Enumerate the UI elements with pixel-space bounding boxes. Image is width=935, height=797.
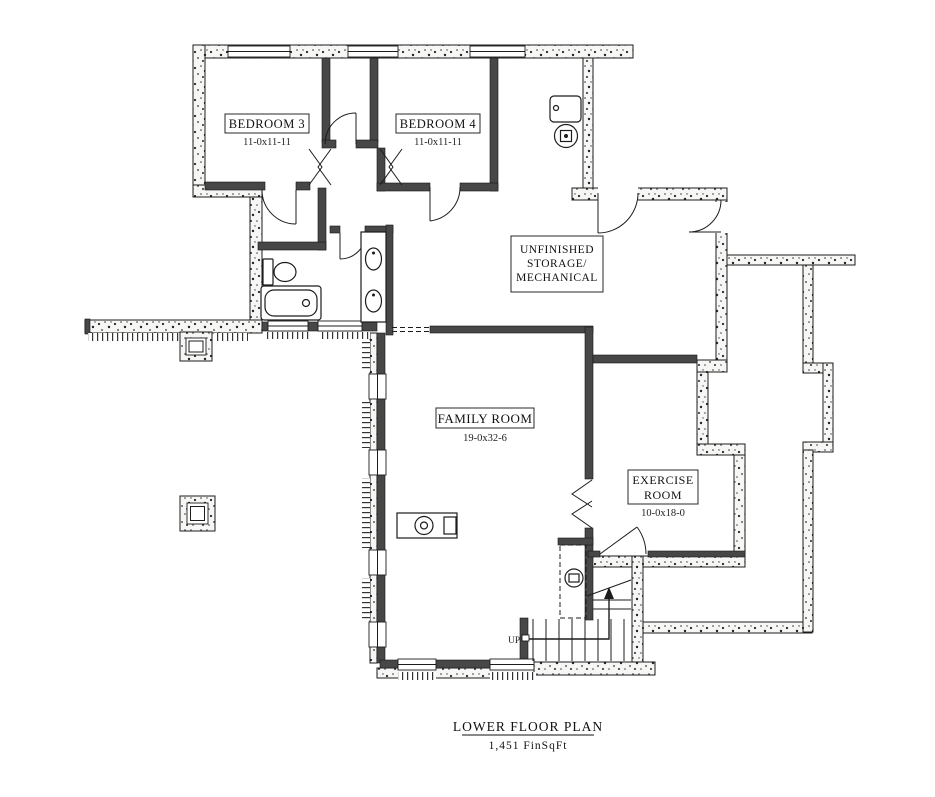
bedroom3-label: BEDROOM 3 11-0x11-11 bbox=[224, 113, 310, 148]
stairs: UP bbox=[508, 544, 632, 661]
pier-icon bbox=[179, 495, 216, 532]
window bbox=[397, 658, 437, 671]
window bbox=[368, 621, 387, 648]
storage-door-opening bbox=[598, 187, 638, 201]
window bbox=[469, 45, 526, 58]
vanity-double-sink-icon bbox=[360, 231, 387, 323]
svg-text:BEDROOM 4: BEDROOM 4 bbox=[400, 117, 477, 131]
doors bbox=[261, 112, 722, 555]
window bbox=[317, 320, 363, 332]
closet-door bbox=[324, 112, 357, 145]
dashed-opening bbox=[392, 327, 430, 332]
exercise-room-dims: 10-0x18-0 bbox=[641, 508, 685, 519]
svg-text:UNFINISHED: UNFINISHED bbox=[520, 244, 594, 256]
mechanical-fixtures bbox=[549, 95, 582, 149]
svg-text:BEDROOM 3: BEDROOM 3 bbox=[229, 117, 305, 131]
furnace-icon bbox=[549, 95, 582, 123]
water-heater-icon bbox=[553, 123, 579, 149]
bedroom4-dims: 11-0x11-11 bbox=[414, 137, 462, 148]
bedroom3-dims: 11-0x11-11 bbox=[243, 137, 291, 148]
window bbox=[347, 45, 399, 58]
storage-label: UNFINISHED STORAGE/ MECHANICAL bbox=[510, 235, 604, 293]
svg-text:STORAGE/: STORAGE/ bbox=[527, 258, 587, 270]
exercise-room-label: EXERCISE ROOM 10-0x18-0 bbox=[627, 469, 699, 519]
windows bbox=[227, 45, 535, 671]
svg-text:ROOM: ROOM bbox=[644, 488, 682, 502]
svg-text:MECHANICAL: MECHANICAL bbox=[516, 272, 598, 284]
hatch-combs bbox=[88, 332, 536, 680]
storage-door bbox=[597, 192, 639, 234]
support-piers bbox=[179, 331, 216, 532]
up-arrow bbox=[527, 597, 610, 640]
exercise-room-door bbox=[599, 526, 647, 555]
window bbox=[267, 320, 309, 332]
window bbox=[489, 658, 535, 671]
up-arrow-head bbox=[604, 587, 614, 599]
toilet-icon bbox=[262, 258, 297, 286]
bathroom-fixtures bbox=[260, 231, 387, 323]
window bbox=[368, 449, 387, 476]
storage-side-door bbox=[688, 199, 722, 233]
pier-icon bbox=[179, 331, 213, 362]
family-room-dims: 19-0x32-6 bbox=[463, 433, 507, 444]
svg-text:EXERCISE: EXERCISE bbox=[632, 473, 693, 487]
bedroom3-door bbox=[261, 189, 297, 225]
plan-sqft: 1,451 FinSqFt bbox=[489, 740, 568, 752]
stairs-up-label: UP bbox=[508, 636, 520, 646]
window bbox=[368, 549, 387, 576]
title-block: LOWER FLOOR PLAN 1,451 FinSqFt bbox=[453, 719, 603, 752]
bathtub-icon bbox=[260, 285, 322, 321]
storage-side-door-opening bbox=[715, 202, 728, 233]
window bbox=[368, 373, 387, 400]
up-label-tag bbox=[521, 634, 530, 642]
room-labels: BEDROOM 3 11-0x11-11 BEDROOM 4 11-0x11-1… bbox=[224, 113, 699, 519]
bedroom4-label: BEDROOM 4 11-0x11-11 bbox=[395, 113, 481, 148]
floor-drain-icon bbox=[564, 568, 584, 588]
fireplace-icon bbox=[396, 512, 458, 539]
cased-openings bbox=[308, 148, 593, 529]
family-room-label: FAMILY ROOM 19-0x32-6 bbox=[435, 407, 535, 444]
under-stair-closet bbox=[559, 544, 587, 619]
bedroom4-door bbox=[429, 186, 461, 222]
svg-text:FAMILY ROOM: FAMILY ROOM bbox=[438, 411, 533, 426]
window bbox=[227, 45, 291, 58]
plan-title: LOWER FLOOR PLAN bbox=[453, 719, 603, 734]
